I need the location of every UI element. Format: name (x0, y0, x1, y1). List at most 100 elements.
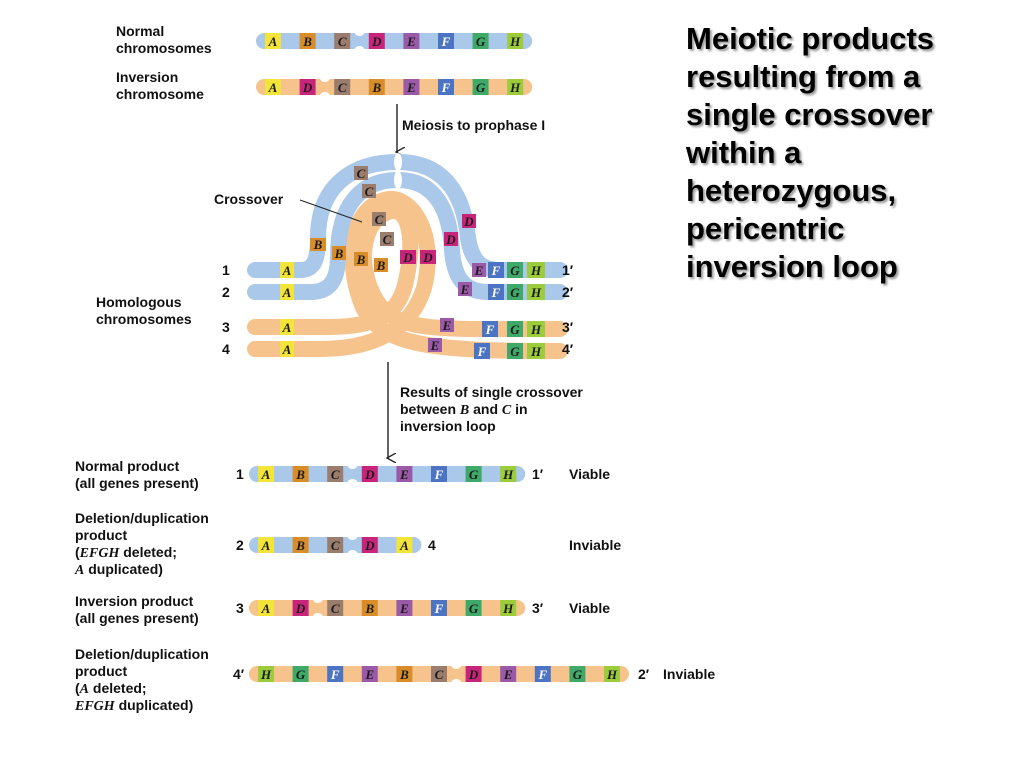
gene-label: B (302, 34, 312, 49)
gene-label: D (371, 34, 382, 49)
strand-number-1-prime: 1′ (562, 262, 574, 278)
gene-label: C (331, 538, 340, 553)
gene-band-d (361, 537, 378, 553)
title-line: resulting from a (686, 59, 921, 94)
gene-label: G (296, 667, 306, 682)
svg-text:D: D (463, 214, 474, 229)
gene-band-f (431, 600, 447, 616)
centromere (354, 46, 365, 54)
gene-label: D (302, 80, 313, 95)
centromere (347, 550, 358, 558)
gene-label: C (435, 667, 444, 682)
strand-number-4-prime: 4′ (562, 341, 574, 357)
centromere (312, 613, 323, 621)
title-line: within a (686, 135, 802, 170)
product-4-result: Inviable (663, 666, 715, 682)
gene-band-h (500, 466, 517, 482)
svg-text:C: C (357, 166, 366, 181)
gene-label: E (503, 667, 513, 682)
svg-text:G: G (510, 285, 520, 300)
gene-band-h (604, 666, 620, 682)
gene-label: F (434, 467, 444, 482)
gene-label: B (371, 80, 381, 95)
gene-label: D (295, 601, 306, 616)
gene-label: D (364, 467, 375, 482)
svg-text:F: F (485, 322, 495, 337)
svg-text:H: H (530, 263, 542, 278)
gene-band-c (327, 466, 344, 482)
crossover-pointer (299, 199, 363, 223)
svg-text:B: B (334, 246, 344, 261)
gene-band-a (396, 537, 413, 553)
centromere (319, 74, 330, 82)
strand-number-4: 4 (222, 341, 230, 357)
normal-chromosomes-label: Normal chromosomes (116, 23, 212, 56)
gene-label: A (268, 34, 278, 49)
product-1-right-number: 1′ (532, 466, 544, 482)
gene-band-h (507, 33, 524, 49)
gene-label: F (441, 34, 451, 49)
svg-text:E: E (460, 282, 470, 297)
gene-label: G (476, 34, 486, 49)
gene-label: D (364, 538, 375, 553)
svg-text:F: F (477, 344, 487, 359)
centromere (312, 595, 323, 603)
gene-label: G (469, 601, 479, 616)
gene-label: G (469, 467, 479, 482)
gene-label: C (331, 601, 340, 616)
gene-label: H (502, 467, 514, 482)
centromere (347, 479, 358, 487)
svg-text:B: B (313, 237, 323, 252)
product-2-right-number: 4 (428, 537, 436, 553)
product-1-result: Viable (569, 466, 610, 482)
gene-band-g (472, 79, 489, 95)
svg-text:G: G (510, 322, 520, 337)
svg-text:H: H (530, 285, 542, 300)
gene-label: A (261, 601, 271, 616)
gene-band-b (292, 466, 309, 482)
gene-band-e (403, 33, 420, 49)
gene-label: F (537, 667, 547, 682)
gene-band: A A A A B B B B C C C C D D (280, 166, 545, 359)
svg-text:D: D (402, 250, 413, 265)
gene-band-a (258, 600, 274, 616)
gene-band-f (534, 666, 551, 682)
product-3-left-number: 3 (236, 600, 244, 616)
gene-band-f (431, 466, 447, 482)
gene-label: E (406, 34, 416, 49)
product-1-left-number: 1 (236, 466, 244, 482)
svg-text:E: E (474, 263, 484, 278)
gene-label: E (364, 667, 374, 682)
svg-text:A: A (282, 320, 292, 335)
gene-label: B (364, 601, 374, 616)
svg-text:B: B (356, 252, 366, 267)
gene-label: A (261, 467, 271, 482)
product-2-label: Deletion/duplication product (EFGH delet… (74, 510, 213, 578)
gene-band-e (361, 666, 378, 682)
gene-label: A (268, 80, 278, 95)
gene-band-g (569, 666, 586, 682)
gene-label: G (573, 667, 583, 682)
svg-text:E: E (430, 338, 440, 353)
gene-band-c (334, 33, 351, 49)
svg-text:F: F (491, 285, 501, 300)
product-1-label: Normal product (all genes present) (75, 458, 199, 491)
svg-text:D: D (422, 250, 433, 265)
gene-band-a (258, 537, 274, 553)
svg-text:C: C (365, 184, 374, 199)
strand-number-2-prime: 2′ (562, 284, 574, 300)
centromere (347, 461, 358, 469)
gene-band-b (396, 666, 413, 682)
gene-band-d (368, 33, 385, 49)
gene-band-b (299, 33, 316, 49)
gene-label: B (399, 667, 409, 682)
centromere (319, 92, 330, 100)
strand-number-2: 2 (222, 284, 230, 300)
inversion-loop: A A A A B B B B C C C C D D (96, 153, 574, 359)
centromere (451, 661, 462, 669)
